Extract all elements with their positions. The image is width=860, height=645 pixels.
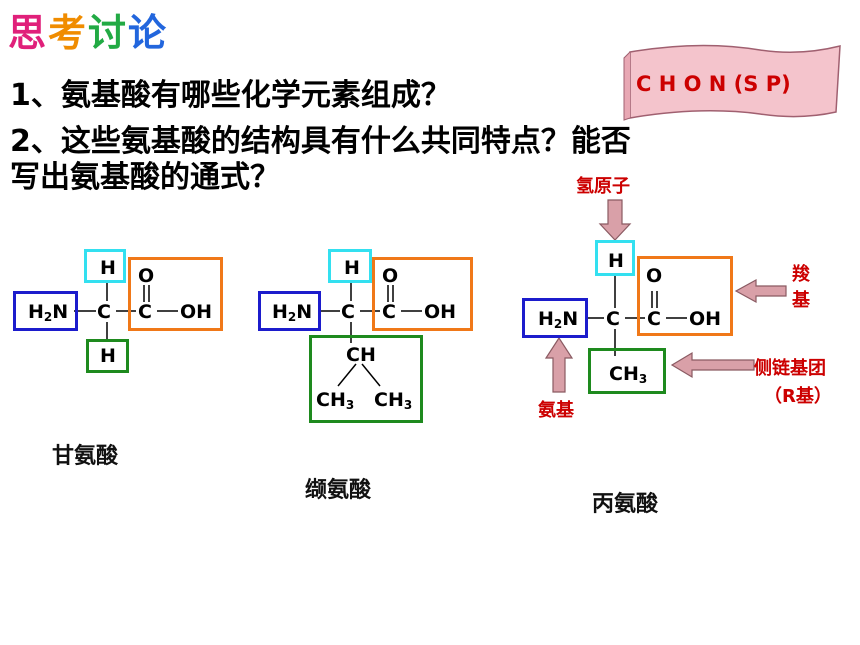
alanine-amino-box	[522, 298, 588, 338]
question-2-line-2: 写出氨基酸的通式？	[10, 160, 280, 195]
valine-nh2: H2N	[272, 301, 313, 324]
answer-banner-text: C H O N (S P)	[636, 72, 791, 96]
title-char-4: 论	[128, 11, 169, 55]
valine-r-box	[309, 335, 423, 423]
valine-carboxyl-box	[372, 257, 473, 331]
alanine-c-alpha: C	[606, 308, 620, 330]
alanine-carboxyl-box	[637, 256, 733, 336]
title-char-2: 考	[48, 11, 89, 55]
glycine-name: 甘氨酸	[52, 444, 119, 469]
label-side-chain-line-1: 侧链基团	[754, 358, 826, 379]
title-char-1: 思	[8, 11, 49, 55]
alanine-r-box	[588, 348, 666, 394]
title-char-3: 讨	[88, 11, 129, 55]
label-hydrogen-atom: 氢原子	[576, 176, 630, 197]
valine-o-double: O	[382, 265, 399, 287]
valine-c-carboxyl: C	[382, 301, 396, 323]
glycine-carboxyl-box	[128, 257, 223, 331]
glycine-o-double: O	[138, 265, 155, 287]
question-2-line-1: 2、这些氨基酸的结构具有什么共同特点？能否	[10, 124, 631, 159]
valine-h-box	[328, 249, 372, 283]
label-carboxyl-line-1: 羧	[792, 264, 810, 285]
label-side-chain-line-2: （R基）	[764, 386, 832, 407]
question-1: 1、氨基酸有哪些化学元素组成？	[10, 78, 451, 113]
alanine-c-carboxyl: C	[647, 308, 661, 330]
alanine-o-double: O	[646, 265, 663, 287]
valine-r-ch: CH	[346, 344, 376, 366]
glycine-h-box	[84, 249, 126, 283]
glycine-r-h: H	[100, 345, 116, 367]
page-title: 思考讨论	[8, 2, 168, 57]
alanine-h-top: H	[608, 250, 624, 272]
alanine-nh2: H2N	[538, 308, 579, 331]
glycine-amino-box	[13, 291, 78, 331]
label-carboxyl-line-2: 基	[792, 290, 810, 311]
glycine-nh2: H2N	[28, 301, 69, 324]
valine-h-top: H	[344, 257, 360, 279]
alanine-r-ch3: CH3	[609, 363, 648, 386]
alanine-name: 丙氨酸	[592, 492, 659, 517]
glycine-c-alpha: C	[97, 301, 111, 323]
glycine-oh: OH	[180, 301, 213, 323]
label-amino: 氨基	[538, 400, 574, 421]
glycine-h-top: H	[100, 257, 116, 279]
valine-name: 缬氨酸	[305, 478, 372, 503]
alanine-oh: OH	[689, 308, 722, 330]
valine-c-alpha: C	[341, 301, 355, 323]
valine-amino-box	[258, 291, 321, 331]
valine-r-ch3-left: CH3	[316, 389, 355, 412]
alanine-h-box	[595, 240, 635, 276]
valine-r-ch3-right: CH3	[374, 389, 413, 412]
valine-oh: OH	[424, 301, 457, 323]
glycine-r-box	[86, 339, 129, 373]
glycine-c-carboxyl: C	[138, 301, 152, 323]
